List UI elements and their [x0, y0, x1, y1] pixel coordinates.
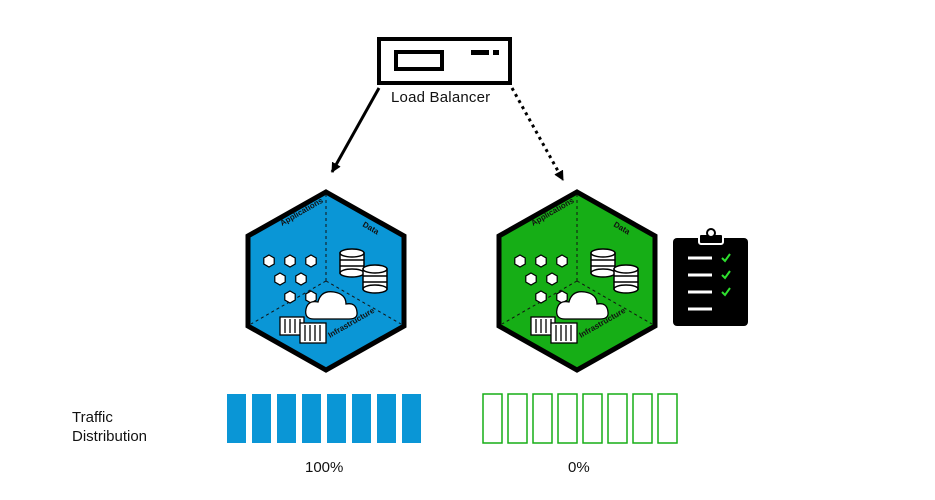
traffic-segment: [302, 394, 321, 443]
traffic-segment: [252, 394, 271, 443]
clipboard-checklist-icon: [673, 228, 748, 326]
traffic-segment: [632, 393, 653, 444]
traffic-label-line2: Distribution: [72, 428, 148, 445]
traffic-segment: [657, 393, 678, 444]
load-balancer-icon: [377, 37, 512, 85]
traffic-segment: [352, 394, 371, 443]
green-hexagon: Applications Data Infrastructure: [496, 189, 658, 373]
traffic-bar-blue: [227, 394, 421, 443]
arrow-to-green: [510, 87, 565, 181]
arrow-to-blue: [330, 87, 381, 173]
blue-hexagon: Applications Data Infrastructure: [245, 189, 407, 373]
infrastructure-icon: [530, 291, 609, 344]
database-icon: [590, 248, 639, 294]
traffic-segment: [607, 393, 628, 444]
traffic-segment: [482, 393, 503, 444]
traffic-segment: [557, 393, 578, 444]
traffic-segment: [532, 393, 553, 444]
traffic-label-line1: Traffic: [72, 409, 113, 426]
traffic-segment: [227, 394, 246, 443]
traffic-segment: [507, 393, 528, 444]
traffic-segment: [402, 394, 421, 443]
traffic-segment: [327, 394, 346, 443]
applications-icon: [514, 254, 568, 304]
database-icon: [339, 248, 388, 294]
infrastructure-icon: [279, 291, 358, 344]
traffic-segment: [582, 393, 603, 444]
load-balancer-label: Load Balancer: [391, 89, 491, 106]
traffic-percent-green: 0%: [568, 459, 590, 476]
traffic-bar-green: [482, 393, 678, 444]
traffic-percent-blue: 100%: [305, 459, 344, 476]
traffic-segment: [377, 394, 396, 443]
applications-icon: [263, 254, 317, 304]
traffic-segment: [277, 394, 296, 443]
